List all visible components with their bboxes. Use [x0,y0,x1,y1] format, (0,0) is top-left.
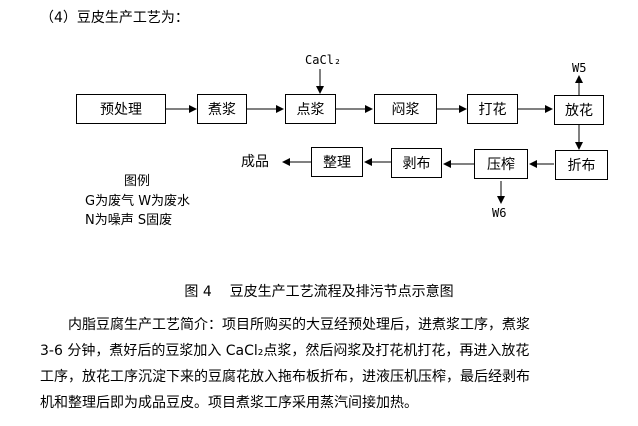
step-release: 放花 [554,95,604,125]
step-peel-cloth: 剥布 [391,148,442,178]
step-resting: 闷浆 [374,94,437,124]
step-coagulation: 点浆 [285,94,336,124]
legend-line-2: N为噪声 S固废 [85,213,173,228]
step-pretreatment: 预处理 [76,94,166,124]
legend-line-1: G为废气 W为废水 [85,194,191,209]
step-press: 压榨 [474,149,528,179]
paragraph-line-4: 机和整理后即为成品豆皮。项目煮浆工序采用蒸汽间接加热。 [40,395,418,411]
paragraph-line-2: 3-6 分钟，煮好后的豆浆加入 CaCl₂点浆，然后闷浆及打花机打花，再进入放花 [40,343,530,359]
w5-label: W5 [572,61,587,75]
cacl2-label: CaCl₂ [305,53,342,67]
step-fold-cloth: 折布 [555,150,608,180]
paragraph-line-1: 内脂豆腐生产工艺简介：项目所购买的大豆经预处理后，进煮浆工序，煮浆 [68,317,530,333]
step-finishing: 整理 [311,147,363,177]
section-heading: （4）豆皮生产工艺为： [40,10,189,26]
figure-caption: 图 4 豆皮生产工艺流程及排污节点示意图 [184,284,454,300]
step-stirring: 打花 [467,94,518,124]
legend-title: 图例 [124,174,151,189]
body-paragraph: 内脂豆腐生产工艺简介：项目所购买的大豆经预处理后，进煮浆工序，煮浆 3-6 分钟… [40,312,600,416]
step-boiling: 煮浆 [197,94,247,124]
paragraph-line-3: 工序，放花工序沉淀下来的豆腐花放入拖布板折布，进液压机压榨，最后经剥布 [40,369,530,385]
product-label: 成品 [241,154,269,170]
w6-label: W6 [492,206,507,220]
